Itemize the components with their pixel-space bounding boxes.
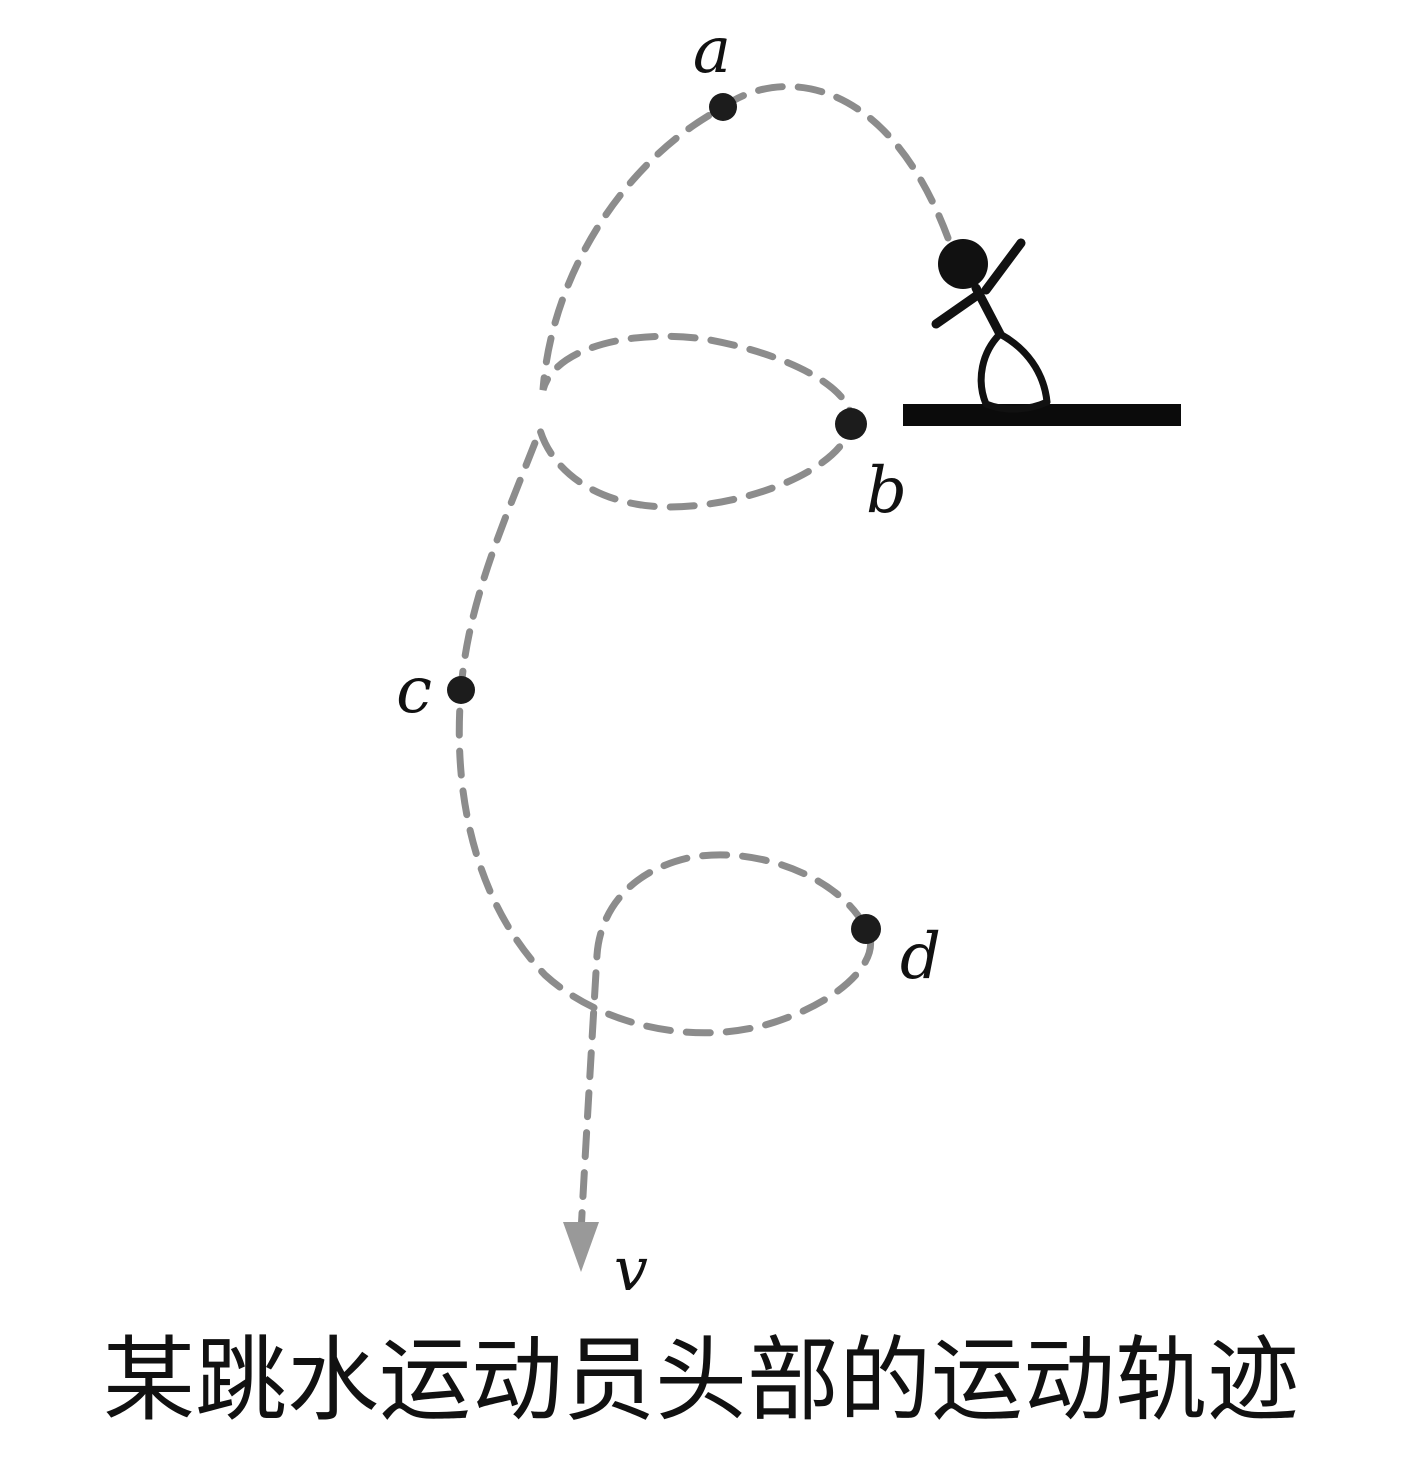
point-b-dot xyxy=(835,408,867,440)
diver-figure xyxy=(931,238,1051,413)
diver-arm-back xyxy=(981,238,1026,295)
point-d-label: d xyxy=(900,920,941,994)
diving-platform xyxy=(903,404,1181,426)
point-b-label: b xyxy=(866,454,907,528)
diver-arm-front xyxy=(931,289,984,329)
velocity-label: v xyxy=(614,1235,648,1305)
diver-legs xyxy=(977,330,1051,413)
diver-head xyxy=(938,239,988,289)
point-a-label: a xyxy=(693,14,731,88)
trajectory-path xyxy=(455,83,952,1236)
point-d-dot xyxy=(851,914,881,944)
point-c-dot xyxy=(447,676,475,704)
point-c-label: c xyxy=(396,654,432,728)
point-a-dot xyxy=(709,93,737,121)
velocity-arrowhead xyxy=(563,1222,599,1272)
caption: 某跳水运动员头部的运动轨迹 xyxy=(103,1327,1299,1434)
